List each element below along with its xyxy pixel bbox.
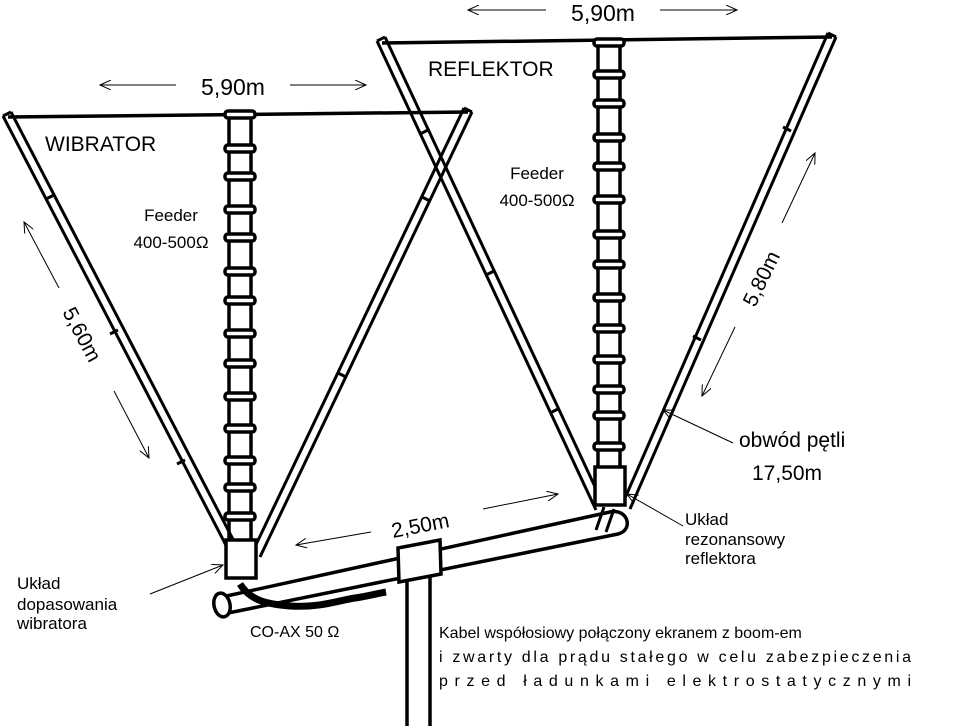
feeder-spacer	[592, 384, 626, 395]
wibrator-feeder-ladder	[223, 109, 257, 545]
wibrator-feeder-impedance: 400-500Ω	[133, 233, 208, 252]
feeder-spacer	[223, 171, 257, 182]
wibrator-width-label: 5,90m	[201, 74, 265, 100]
feeder-spacer	[592, 441, 626, 452]
feeder-spacer	[592, 354, 626, 365]
wibrator-matching-unit	[224, 538, 258, 580]
feeder-spacer	[223, 204, 257, 215]
reflektor-side-label: 5,80m	[739, 248, 785, 311]
reflektor-resonant-unit	[593, 465, 627, 507]
feeder-spacer	[592, 259, 626, 270]
resonant-label-line3: reflektora	[685, 549, 756, 568]
reflektor-width-label: 5,90m	[571, 0, 635, 26]
boom	[212, 509, 629, 619]
feeder-spacer	[592, 132, 626, 143]
dimension-arrows	[24, 10, 815, 595]
reflektor-feeder-impedance: 400-500Ω	[499, 191, 574, 210]
wibrator-feeder-label: Feeder	[144, 206, 198, 225]
loop-circumference-label: obwód pętli	[739, 429, 845, 452]
feeder-spacer	[592, 161, 626, 172]
note-line3: przed ładunkami elektrostatycznymi	[439, 673, 911, 690]
feeder-spacer	[223, 232, 257, 243]
resonant-label-line2: rezonansowy	[685, 530, 786, 549]
feeder-spacer	[223, 455, 257, 466]
matching-label-line2: dopasowania	[17, 595, 118, 614]
boom-length-label: 2,50m	[390, 509, 452, 543]
coax-label: CO-AX 50 Ω	[250, 624, 339, 641]
feeder-spacer	[592, 98, 626, 109]
feeder-spacer	[592, 229, 626, 240]
wibrator-title: WIBRATOR	[45, 133, 156, 156]
reflektor-title: REFLEKTOR	[428, 58, 554, 81]
feeder-spacer	[592, 194, 626, 205]
feeder-spacer	[592, 323, 626, 334]
resonant-label-line1: Układ	[685, 510, 728, 529]
feeder-spacer	[223, 511, 257, 522]
note-line2: i zwarty dla prądu stałego w celu zabezp…	[439, 649, 911, 666]
mast	[405, 576, 432, 726]
coax-cable	[237, 581, 387, 610]
feeder-spacer	[592, 292, 626, 303]
feeder-spacer	[592, 37, 626, 48]
loop-circumference-value: 17,50m	[752, 462, 822, 485]
wibrator-loop	[1, 106, 474, 558]
feeder-spacer	[223, 266, 257, 277]
reflektor-feeder-ladder	[592, 37, 626, 470]
matching-label-line1: Układ	[17, 574, 60, 593]
note-line1: Kabel współosiowy połączony ekranem z bo…	[439, 625, 802, 642]
feeder-spacer	[223, 358, 257, 369]
feeder-spacer	[592, 69, 626, 80]
mast-clamp	[396, 537, 443, 585]
feeder-spacer	[592, 410, 626, 421]
feeder-spacer	[223, 482, 257, 493]
feeder-spacer	[223, 423, 257, 434]
feeder-spacer	[223, 391, 257, 402]
feeder-spacer	[223, 328, 257, 339]
reflektor-feeder-label: Feeder	[510, 164, 564, 183]
matching-label-line3: wibratora	[16, 614, 87, 633]
wibrator-side-label: 5,60m	[58, 304, 106, 366]
feeder-spacer	[223, 109, 257, 120]
feeder-spacer	[223, 295, 257, 306]
feeder-spacer	[223, 143, 257, 154]
reflektor-stub	[594, 506, 616, 533]
